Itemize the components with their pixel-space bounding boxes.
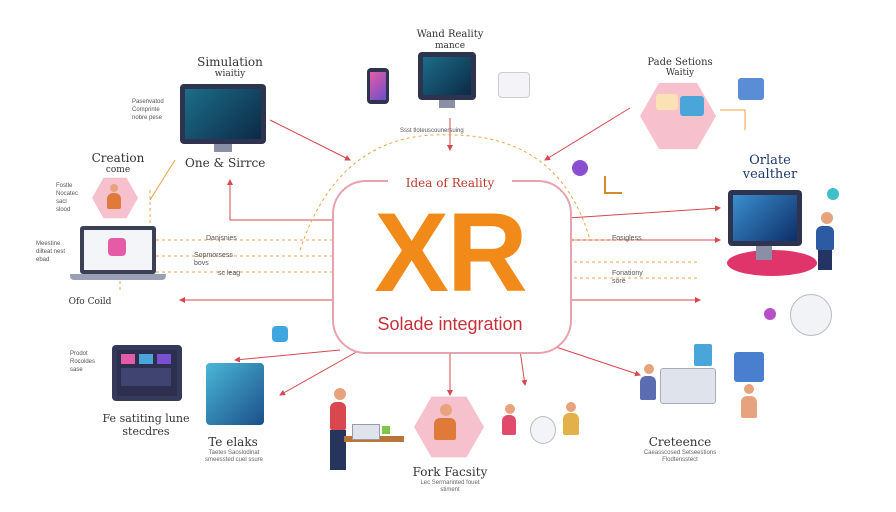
lamp-icon <box>604 176 622 194</box>
node-left-lower-label: Ofo Coild <box>68 297 112 307</box>
laptop-screen <box>80 226 156 274</box>
dashboard-monitor <box>112 345 182 401</box>
platform-disc <box>727 250 817 276</box>
right-connector-2: Fonationy sore <box>612 270 643 285</box>
presenter-body <box>816 226 834 250</box>
node-top-left-label: Simulation <box>197 55 263 69</box>
worker-body <box>330 402 346 430</box>
simulation-monitor <box>180 84 266 144</box>
link-left-top <box>227 179 332 221</box>
solid-orange-left <box>149 159 176 201</box>
hub-subtitle: Solade integration <box>377 314 523 334</box>
worker-head <box>334 388 346 400</box>
chat-bubble-icon <box>498 72 530 98</box>
node-left-mid-notes: Meestine dilteat nest ebad <box>36 241 66 263</box>
monitor-icon <box>418 52 476 100</box>
purple-chat-icon <box>572 160 588 176</box>
desk-laptop <box>352 424 380 440</box>
node-top-right-sub: Waitiy <box>665 68 695 78</box>
link-right-upper <box>567 205 721 219</box>
hub-top-label: Idea of Reality <box>388 176 512 190</box>
link-top-right <box>544 107 631 161</box>
workstation <box>660 368 716 404</box>
node-top-left-sub: wiaitiy <box>214 69 246 79</box>
solid-orange-right <box>720 109 746 130</box>
node-bottom-right-label: Creteence <box>648 435 712 449</box>
left-connector-1: Danjsnies <box>206 235 237 242</box>
node-top-center-sub: mance <box>434 41 466 51</box>
link-bottom-mid-left <box>279 349 361 396</box>
left-connector-3: sc leag <box>218 270 241 277</box>
link-bottom-right2 <box>549 344 641 377</box>
top-right-hex <box>640 82 716 150</box>
dash-arc-top <box>299 134 591 251</box>
node-top-right-label: Pade Setions <box>647 57 713 68</box>
right-connector-1: Fosigless <box>612 235 642 242</box>
node-bottom-left-notes: Prodot Rocoldes sase <box>70 351 96 373</box>
lightbulb-icon <box>530 416 556 444</box>
brain-bulb-icon <box>790 294 832 336</box>
node-bottom-center-label: Fork Facsity <box>412 465 488 479</box>
node-left-upper-label: Creation <box>91 151 145 165</box>
link-bottom-right1 <box>519 349 528 386</box>
left-connector-2: Sopmorsess bovs <box>194 252 233 267</box>
blue-chip-icon <box>272 326 288 342</box>
brain-panel <box>206 363 264 425</box>
top-connector-label: Ssst tloteuscounersuing <box>400 128 464 134</box>
right-monitor <box>728 190 802 246</box>
laptop-base <box>70 274 166 280</box>
node-bottom-mid-left-label: Te elaks <box>208 435 258 449</box>
node-right-upper-sub: vealther <box>742 167 798 182</box>
node-top-center-label: Wand Reality <box>416 29 484 40</box>
node-left-upper-notes: Fostle Nocatec sacl slood <box>56 183 79 213</box>
link-top-left <box>269 119 351 161</box>
info-bubble-icon <box>827 188 839 200</box>
hub-title: XR <box>374 190 528 315</box>
node-left-upper-sub: come <box>105 165 131 175</box>
floating-screen-icon <box>738 78 764 100</box>
link-bottom-left <box>234 349 341 363</box>
node-bottom-center-sub: Lec Sermarinted fouet stiment <box>420 480 480 493</box>
small-purple-icon <box>764 308 776 320</box>
node-top-left-notes: Pasenvatod Comprinte nobre pese <box>132 99 164 121</box>
tablet-icon <box>367 68 389 104</box>
node-right-upper-label: Orlate <box>749 153 791 168</box>
hologram-screen <box>734 352 764 382</box>
node-bottom-right-sub: Caeasscosed Setseestions Flodtensstect <box>643 450 717 463</box>
node-bottom-mid-left-sub: Taetes Saoslodinat smeessted cuel ssure <box>204 450 264 463</box>
node-top-left-caption: One & Sirrce <box>185 156 266 170</box>
app-icon <box>108 238 126 256</box>
node-bottom-left-caption: Fe satiting lune stecdres <box>102 412 190 438</box>
presenter-head <box>821 212 833 224</box>
